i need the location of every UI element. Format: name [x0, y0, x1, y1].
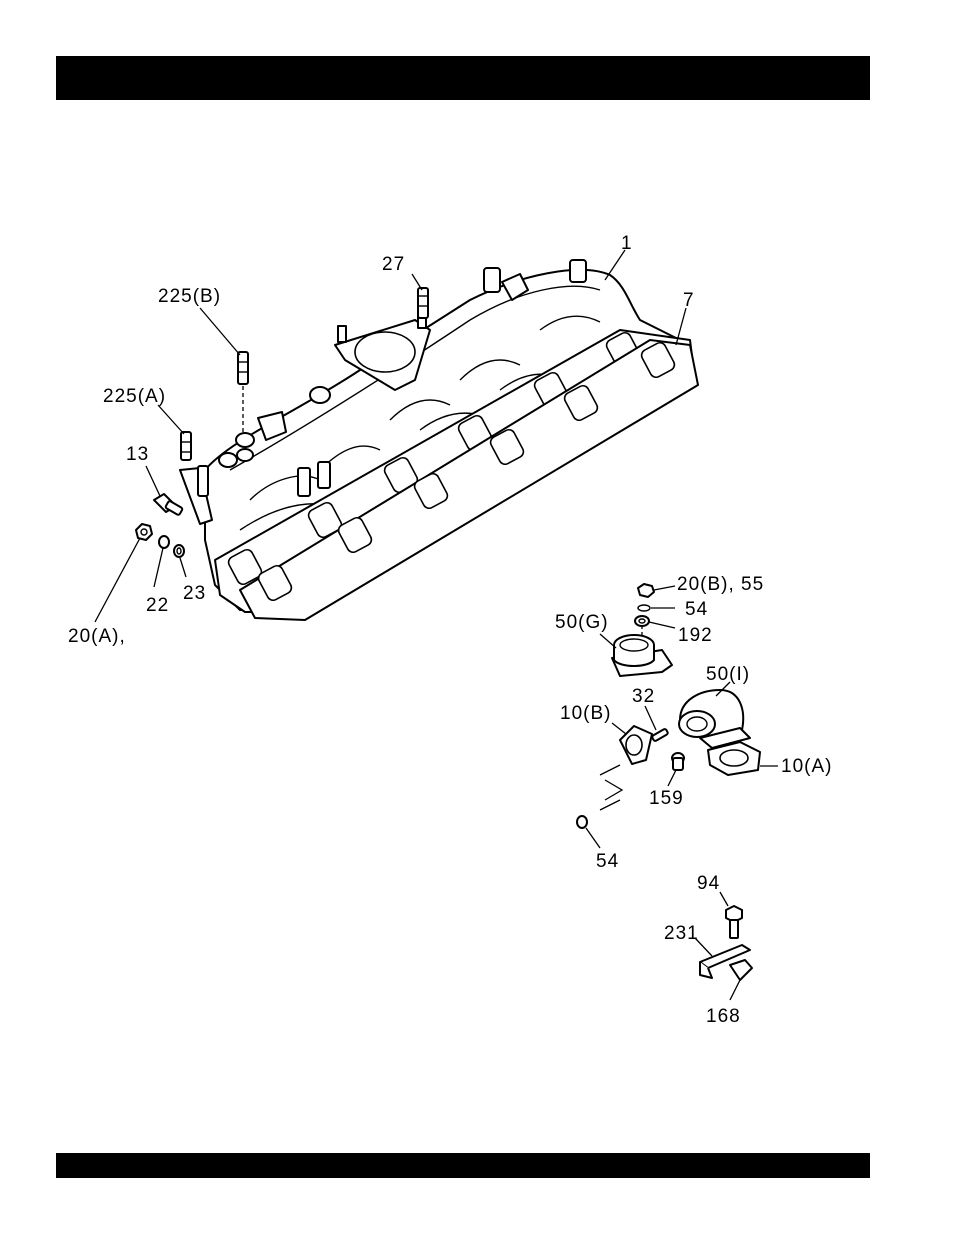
footer-bar [56, 1153, 870, 1178]
stud-part-225a [181, 432, 191, 460]
plug-part-159 [672, 753, 684, 770]
stud-part-225b [238, 352, 248, 432]
stud-part-27 [418, 288, 428, 318]
nut-part-20b [638, 584, 654, 597]
lockwasher-part-54 [638, 605, 650, 611]
hose-break-symbol [600, 765, 622, 810]
nut-part-20a [136, 524, 152, 540]
label-part-10b: 10(B) [560, 703, 611, 724]
label-part-231: 231 [664, 923, 699, 944]
fitting-part-13 [154, 494, 183, 515]
label-part-50g: 50(G) [555, 612, 609, 633]
label-part-54-lower: 54 [596, 851, 619, 872]
label-part-7: 7 [683, 290, 695, 311]
label-part-225b: 225(B) [158, 286, 221, 307]
bolt-part-94 [726, 906, 742, 938]
stud-part-32 [652, 728, 669, 741]
label-part-1: 1 [621, 233, 633, 254]
label-part-54-upper: 54 [685, 599, 708, 620]
label-part-22: 22 [146, 595, 169, 616]
label-part-192: 192 [678, 625, 713, 646]
label-part-20b-55: 20(B), 55 [677, 574, 764, 595]
label-part-27: 27 [382, 254, 405, 275]
label-part-94: 94 [697, 873, 720, 894]
washer-part-23 [174, 545, 184, 557]
gasket-part-10b [620, 726, 652, 764]
label-part-23: 23 [183, 583, 206, 604]
label-part-20a: 20(A), [68, 626, 126, 647]
washer-part-22 [159, 536, 169, 548]
label-part-32: 32 [632, 686, 655, 707]
intake-manifold-part-1 [180, 260, 695, 612]
label-part-13: 13 [126, 444, 149, 465]
outlet-pipe-part-50g [612, 635, 672, 676]
clamp-part-168 [730, 960, 752, 980]
label-part-10a: 10(A) [781, 756, 832, 777]
label-part-159: 159 [649, 788, 684, 809]
label-part-168: 168 [706, 1006, 741, 1027]
label-part-50i: 50(I) [706, 664, 750, 685]
label-part-225a: 225(A) [103, 386, 166, 407]
clip-part-54 [577, 816, 587, 828]
elbow-part-50i [679, 690, 750, 748]
